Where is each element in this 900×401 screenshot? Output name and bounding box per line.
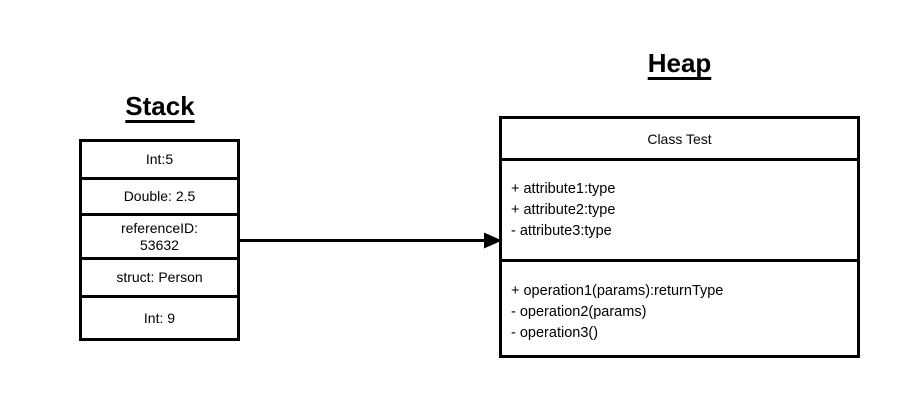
class-name-label: Class Test	[647, 130, 712, 147]
class-attributes-compartment: + attribute1:type + attribute2:type - at…	[502, 161, 857, 262]
stack-cell-label: Int: 9	[143, 309, 176, 326]
stack-cell-int9: Int: 9	[82, 298, 237, 338]
stack-cell-label: Double: 2.5	[123, 187, 196, 204]
stack-cell-int5: Int:5	[82, 142, 237, 180]
reference-arrow-icon	[238, 232, 502, 249]
class-box: Class Test + attribute1:type + attribute…	[499, 116, 860, 358]
stack-title: Stack	[125, 91, 195, 121]
class-operation-line: + operation1(params):returnType	[511, 283, 724, 299]
class-attribute-line: - attribute3:type	[511, 223, 612, 239]
stack-box: Int:5 Double: 2.5 referenceID: 53632 str…	[79, 139, 240, 341]
stack-cell-referenceID: referenceID: 53632	[82, 216, 237, 261]
class-attribute-line: + attribute2:type	[511, 202, 616, 218]
class-operations-compartment: + operation1(params):returnType - operat…	[502, 262, 857, 355]
stack-cell-label: Int:5	[145, 150, 174, 167]
stack-cell-struct-person: struct: Person	[82, 260, 237, 299]
stack-cell-label: struct: Person	[116, 269, 203, 286]
class-name-compartment: Class Test	[502, 119, 857, 161]
stack-cell-label: referenceID: 53632	[120, 219, 199, 253]
class-attribute-line: + attribute1:type	[511, 181, 616, 197]
class-operation-line: - operation2(params)	[511, 304, 647, 320]
class-operation-line: - operation3()	[511, 325, 599, 341]
heap-title: Heap	[647, 48, 712, 78]
stack-cell-double: Double: 2.5	[82, 180, 237, 216]
